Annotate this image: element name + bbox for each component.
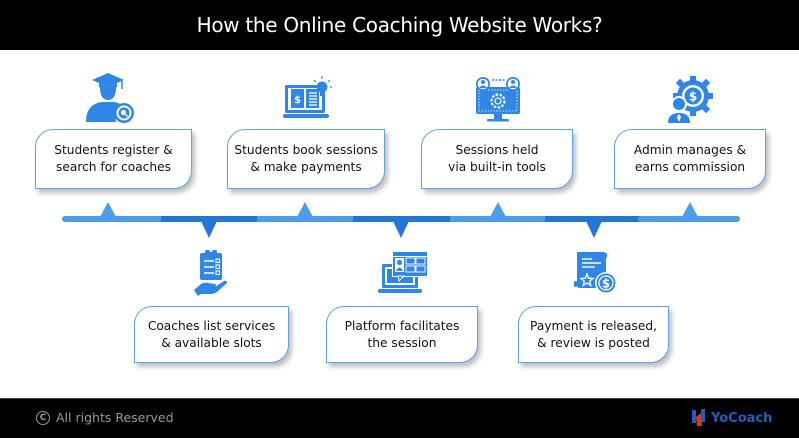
step-card-admin-manages: Admin manages & earns commission bbox=[614, 129, 766, 189]
clipboard-hand-icon bbox=[194, 249, 227, 296]
brand-logo: YoCoach bbox=[692, 409, 772, 427]
timeline-marker-up bbox=[682, 202, 698, 217]
step-text-line: Coaches list services bbox=[147, 318, 276, 333]
svg-text:$: $ bbox=[294, 95, 301, 106]
timeline-marker-down bbox=[201, 221, 217, 238]
step-text-line: Payment is released, bbox=[530, 318, 657, 333]
svg-text:$: $ bbox=[602, 277, 610, 291]
timeline-marker-up bbox=[490, 202, 506, 217]
step-text-line: & available slots bbox=[161, 335, 262, 350]
step-card-sessions-held: Sessions held via built-in tools bbox=[421, 129, 573, 189]
timeline-marker-up bbox=[100, 202, 116, 217]
copyright: C All rights Reserved bbox=[36, 410, 174, 425]
step-text-line: Students book sessions bbox=[234, 143, 378, 157]
laptop-schedule-icon bbox=[378, 251, 428, 293]
admin-gear-dollar-icon: $ bbox=[666, 76, 713, 123]
step-text-line: Platform facilitates bbox=[344, 318, 460, 333]
timeline-marker-down bbox=[586, 221, 602, 238]
step-text-line: via built-in tools bbox=[448, 160, 546, 174]
step-text-line: Students register & bbox=[54, 143, 173, 157]
step-card-platform-facilitates: Platform facilitates the session bbox=[326, 306, 478, 363]
receipt-star-dollar-icon: $ bbox=[574, 252, 617, 294]
copyright-icon: C bbox=[36, 410, 50, 425]
page-header: How the Online Coaching Website Works? bbox=[0, 0, 799, 50]
copyright-text: All rights Reserved bbox=[56, 410, 174, 425]
step-text-line: Sessions held bbox=[455, 143, 539, 157]
step-text-line: earns commission bbox=[634, 160, 746, 174]
step-text-line: Admin manages & bbox=[633, 143, 747, 157]
step-card-students-book: Students book sessions & make payments bbox=[227, 129, 385, 189]
page-footer: C All rights Reserved YoCoach bbox=[0, 398, 799, 438]
svg-text:$: $ bbox=[689, 90, 697, 104]
page-title: How the Online Coaching Website Works? bbox=[196, 13, 603, 37]
yocoach-logo-icon bbox=[692, 409, 705, 426]
step-card-students-register: Students register & search for coaches bbox=[35, 129, 192, 189]
step-text-line: & make payments bbox=[250, 160, 362, 174]
step-text-line: search for coaches bbox=[56, 160, 171, 174]
brand-name: YoCoach bbox=[711, 410, 773, 426]
timeline-marker-up bbox=[297, 202, 313, 217]
step-card-payment-released: Payment is released, & review is posted bbox=[518, 306, 669, 363]
step-text-line: the session bbox=[367, 335, 437, 350]
step-card-coaches-list: Coaches list services & available slots bbox=[134, 306, 289, 363]
step-text-line: & review is posted bbox=[537, 335, 650, 350]
laptop-payment-icon: $ bbox=[283, 76, 332, 118]
timeline-marker-down bbox=[393, 221, 409, 238]
graduate-search-icon bbox=[86, 73, 134, 123]
monitor-gear-users-icon bbox=[476, 77, 520, 122]
